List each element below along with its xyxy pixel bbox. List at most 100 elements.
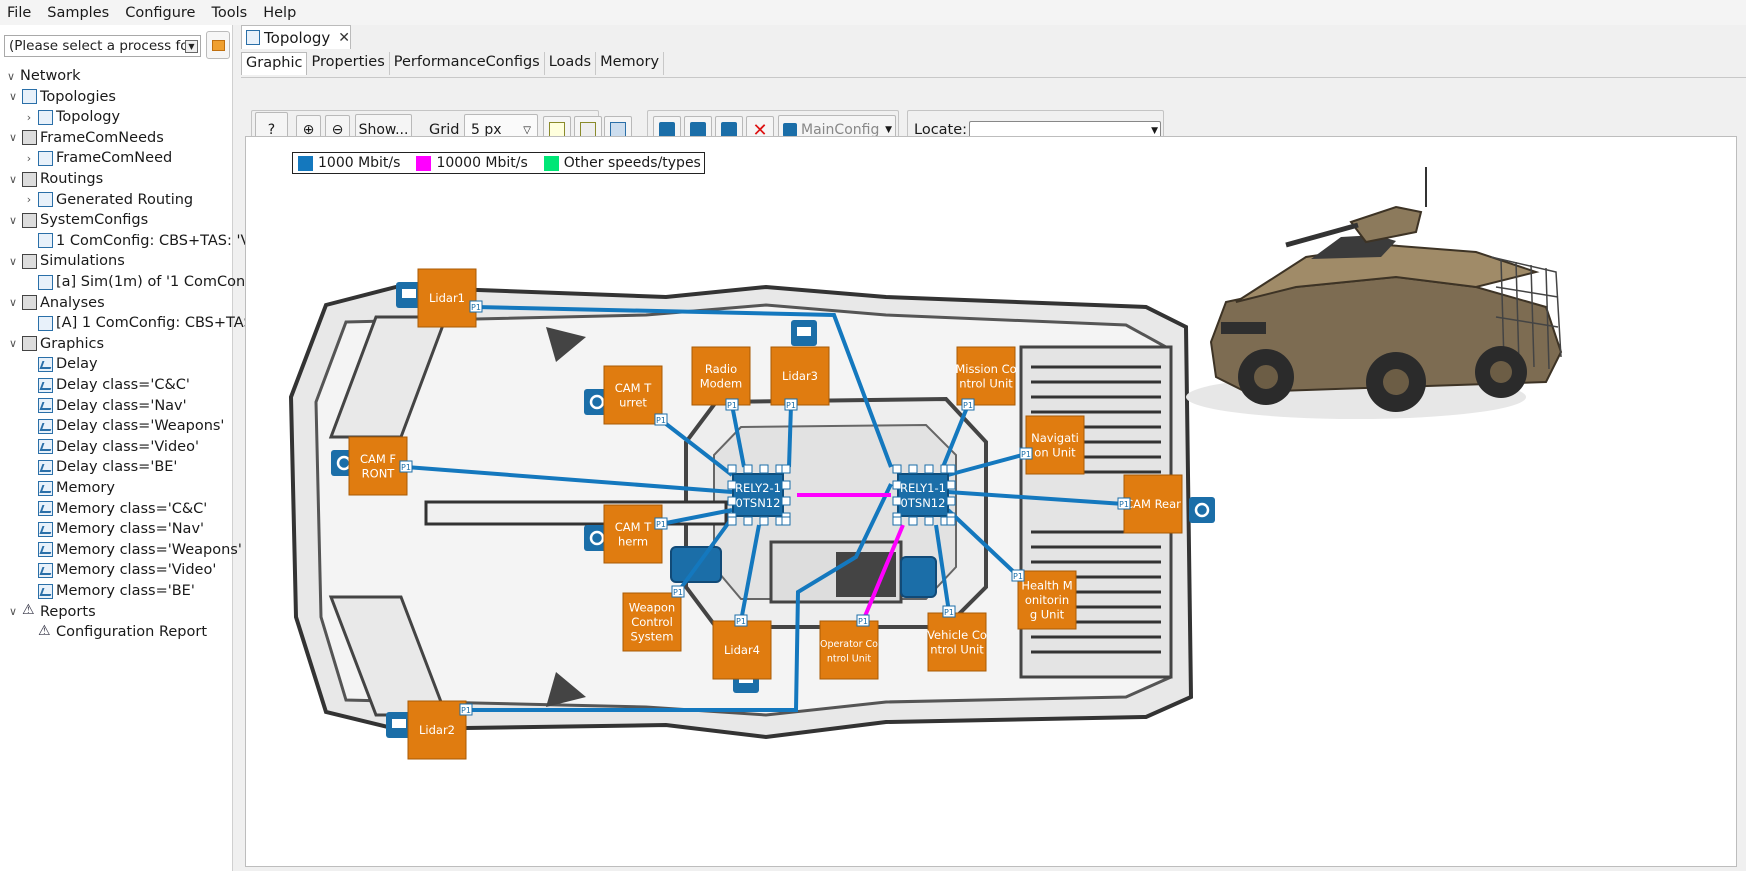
link-operator-sw1[interactable] — [861, 524, 905, 622]
tree-item-memory[interactable]: Memory — [22, 477, 115, 499]
device-port[interactable] — [469, 300, 483, 313]
tree-item-memory-class-weapons[interactable]: Memory class='Weapons' — [22, 539, 242, 561]
chevron-down-icon[interactable]: ∨ — [8, 131, 18, 145]
switch-port[interactable] — [781, 516, 791, 526]
device-port[interactable] — [459, 703, 473, 716]
link-camturret-sw2[interactable] — [659, 418, 734, 477]
tree-item-topology[interactable]: ›Topology — [22, 106, 120, 128]
chevron-down-icon[interactable]: ∨ — [8, 605, 18, 619]
link-lidar3-sw2[interactable] — [787, 404, 793, 468]
switch-port[interactable] — [924, 464, 934, 474]
switch-port[interactable] — [946, 464, 956, 474]
link-nav-sw1[interactable] — [947, 452, 1027, 477]
device-port[interactable] — [961, 398, 975, 411]
tree-item-delay[interactable]: Delay — [22, 353, 98, 375]
mainconfig-select[interactable]: MainConfig ▼ — [778, 115, 896, 145]
tree-item-delay-class-weapons[interactable]: Delay class='Weapons' — [22, 415, 224, 437]
tree-item-simulations[interactable]: ∨Simulations — [6, 250, 125, 272]
tree-item-delay-class-video[interactable]: Delay class='Video' — [22, 436, 199, 458]
chevron-down-icon[interactable]: ∨ — [8, 172, 18, 186]
link-radio-sw2[interactable] — [730, 404, 746, 468]
switch-port[interactable] — [727, 516, 737, 526]
switch-port[interactable] — [892, 516, 902, 526]
switch-port[interactable] — [781, 480, 791, 490]
device-port[interactable] — [654, 413, 668, 426]
chevron-down-icon[interactable]: ∨ — [8, 254, 18, 268]
tree-item-routings[interactable]: ∨Routings — [6, 168, 103, 190]
tree-item-reports[interactable]: ∨Reports — [6, 601, 96, 623]
device-port[interactable] — [734, 614, 748, 627]
chevron-down-icon[interactable]: ∨ — [8, 296, 18, 310]
tree-item-graphics[interactable]: ∨Graphics — [6, 333, 104, 355]
device-port[interactable] — [1011, 569, 1025, 582]
chevron-right-icon[interactable]: › — [26, 110, 32, 124]
tree-item-a-sim-1m-of-1-comconf[interactable]: [a] Sim(1m) of '1 ComConf — [22, 271, 250, 293]
tree-item-topologies[interactable]: ∨Topologies — [6, 86, 116, 108]
link-lidar2-sw1[interactable] — [466, 483, 893, 712]
chevron-down-icon[interactable]: ▼ — [185, 40, 198, 53]
link-vehicle-sw1[interactable] — [934, 524, 951, 613]
switch-port[interactable] — [743, 464, 753, 474]
chevron-down-icon[interactable]: ∨ — [8, 337, 18, 351]
close-icon[interactable]: ✕ — [338, 29, 350, 46]
switch-port[interactable] — [946, 480, 956, 490]
tree-item-a-1-comconfig-cbs-tas[interactable]: [A] 1 ComConfig: CBS+TAS — [22, 312, 253, 334]
switch-port[interactable] — [946, 516, 956, 526]
tree-item-memory-class-video[interactable]: Memory class='Video' — [22, 559, 216, 581]
link-camfront-sw2[interactable] — [405, 465, 733, 494]
switch-port[interactable] — [727, 496, 737, 506]
menu-file[interactable]: File — [7, 4, 32, 21]
link-weapon-sw2[interactable] — [676, 516, 734, 594]
link-camtherm-sw2[interactable] — [660, 508, 733, 526]
link-mission-sw1[interactable] — [941, 404, 970, 468]
menu-help[interactable]: Help — [263, 4, 297, 21]
tree-item-generated-routing[interactable]: ›Generated Routing — [22, 189, 193, 211]
tree-item-configuration-report[interactable]: Configuration Report — [22, 621, 207, 643]
switch-port[interactable] — [727, 464, 737, 474]
switch-port[interactable] — [892, 464, 902, 474]
tree-item-analyses[interactable]: ∨Analyses — [6, 292, 105, 314]
switch-port[interactable] — [759, 464, 769, 474]
device-port[interactable] — [784, 398, 798, 411]
process-action-button[interactable] — [206, 31, 230, 59]
tree-item-framecomneeds[interactable]: ∨FrameComNeeds — [6, 127, 164, 149]
switch-port[interactable] — [908, 516, 918, 526]
chevron-down-icon[interactable]: ∨ — [6, 69, 16, 83]
menu-tools[interactable]: Tools — [211, 4, 248, 21]
tab-properties[interactable]: Properties — [307, 52, 390, 75]
tree-item-network[interactable]: ∨Network — [4, 65, 81, 87]
tree-item-1-comconfig-cbs-tas-v[interactable]: 1 ComConfig: CBS+TAS: 'V — [22, 230, 250, 252]
switch-port[interactable] — [781, 464, 791, 474]
device-port[interactable] — [942, 605, 956, 618]
link-lidar1-sw1[interactable] — [475, 305, 893, 468]
device-port[interactable] — [856, 614, 870, 627]
tree-item-systemconfigs[interactable]: ∨SystemConfigs — [6, 209, 148, 231]
tree-item-delay-class-c-c[interactable]: Delay class='C&C' — [22, 374, 190, 396]
tree-item-delay-class-be[interactable]: Delay class='BE' — [22, 456, 177, 478]
chevron-down-icon[interactable]: ∨ — [8, 90, 18, 104]
switch-port[interactable] — [759, 516, 769, 526]
menu-samples[interactable]: Samples — [47, 4, 110, 21]
switch-port[interactable] — [924, 516, 934, 526]
switch-port[interactable] — [743, 516, 753, 526]
link-camrear-sw1[interactable] — [947, 490, 1125, 506]
tab-graphic[interactable]: Graphic — [241, 52, 308, 75]
tab-memory[interactable]: Memory — [596, 52, 665, 75]
device-port[interactable] — [654, 517, 668, 530]
tab-loads[interactable]: Loads — [545, 52, 597, 75]
link-lidar4-sw2[interactable] — [739, 524, 761, 622]
switch-port[interactable] — [727, 480, 737, 490]
device-port[interactable] — [725, 398, 739, 411]
tree-item-delay-class-nav[interactable]: Delay class='Nav' — [22, 395, 187, 417]
